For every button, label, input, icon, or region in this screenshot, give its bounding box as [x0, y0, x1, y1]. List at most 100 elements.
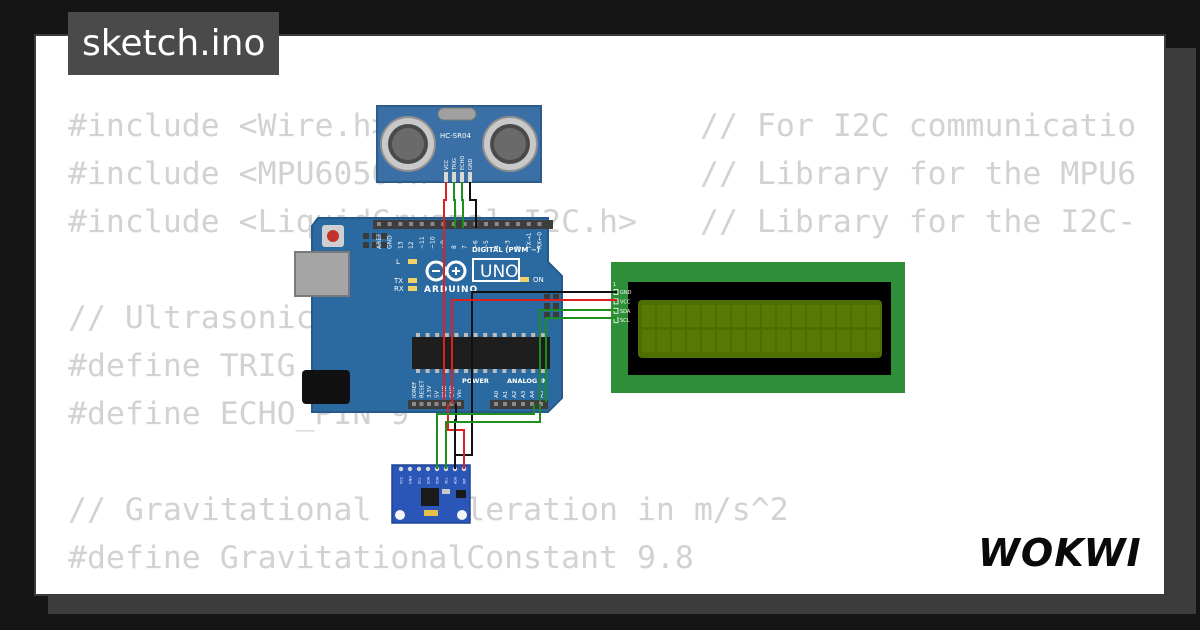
digital-pin-label: 12 — [408, 241, 415, 249]
chip-pin — [473, 369, 478, 373]
lcd-pin-label: SDA — [620, 309, 631, 315]
wires — [436, 182, 617, 469]
mount-hole-left-icon — [395, 510, 405, 520]
digital-pin — [409, 222, 414, 226]
analog-pin-label: A5 — [539, 390, 545, 398]
digital-pin-label: ~10 — [430, 236, 437, 249]
chip-pin — [502, 333, 507, 337]
wokwi-logo[interactable]: WOKWI — [976, 526, 1154, 578]
digital-label: DIGITAL (PWM ~) — [472, 246, 540, 254]
power-pin-label: 5V — [435, 391, 441, 398]
reset-button-cap[interactable] — [327, 230, 339, 242]
digital-pin-label: 13 — [397, 241, 404, 249]
smd-part — [442, 489, 450, 494]
lcd-cell — [762, 305, 775, 327]
transducer-left-icon — [380, 116, 436, 172]
lcd-cell — [672, 305, 685, 327]
mpu-chip — [421, 488, 439, 506]
chip-pin — [444, 333, 449, 337]
digital-pin-label: 4 — [494, 245, 501, 249]
chip-pin — [435, 369, 440, 373]
mpu-pin — [416, 466, 422, 472]
lcd-cell — [657, 330, 670, 352]
lcd-cell — [732, 305, 745, 327]
chip-pin — [483, 333, 488, 337]
code-line: #include <Wire.h>// For I2C communicatio — [68, 102, 1136, 150]
led-on — [520, 277, 529, 282]
analog-pin — [521, 402, 525, 406]
lcd-cell — [822, 305, 835, 327]
lcd-cell — [717, 305, 730, 327]
analog-pin-label: A4 — [530, 390, 536, 398]
lcd-cell — [642, 330, 655, 352]
lcd-cell — [672, 330, 685, 352]
digital-pin-label: ~5 — [483, 240, 490, 249]
preview-card[interactable]: #include <Wire.h>// For I2C communicatio… — [34, 34, 1166, 596]
code-line: #define ECHO_PIN 9 — [68, 390, 789, 438]
chip-pin — [531, 333, 536, 337]
chip-pin — [444, 369, 449, 373]
chip-pin — [473, 333, 478, 337]
chip-pin — [540, 333, 545, 337]
analog-pin-label: A3 — [521, 390, 527, 398]
digital-pin — [430, 222, 435, 226]
led-tx-label: TX — [393, 277, 403, 285]
board-model: UNO — [480, 262, 519, 282]
led-l-label: L — [396, 258, 400, 266]
code-line: #include <LiquidCrystal_I2C.h>// Library… — [68, 198, 1136, 246]
code-comment: // Library for the MPU6 — [700, 156, 1137, 192]
transducer-right-icon — [482, 116, 538, 172]
digital-pin — [494, 222, 499, 226]
code-line: // Ultrasonic — [68, 294, 789, 342]
lcd-pin-label: SCL — [620, 318, 630, 324]
led-on-label: ON — [533, 276, 544, 284]
lcd-cell — [777, 330, 790, 352]
led-rx-label: RX — [394, 285, 404, 293]
digital-pin-label: GND — [387, 235, 394, 249]
mpu-pin — [398, 466, 404, 472]
power-pin — [434, 402, 439, 406]
chip-pin — [492, 369, 497, 373]
digital-pin — [387, 222, 392, 226]
wokwi-logo-text: WOKWI — [978, 531, 1142, 575]
uno-badge — [472, 258, 520, 282]
code-comment: // Library for the I2C- — [700, 204, 1137, 240]
digital-pin-label: 2 — [515, 245, 522, 249]
mpu-pin-label: SDA — [427, 476, 431, 484]
code-text: #include <Wire.h> — [68, 108, 391, 144]
chip-pin — [435, 333, 440, 337]
digital-pin-label: ~11 — [419, 236, 426, 249]
digital-pin — [526, 222, 531, 226]
digital-pin-label: ~3 — [504, 240, 511, 249]
analog-pin — [530, 402, 534, 406]
wire-sr04-trig — [453, 182, 456, 228]
analog-pin-label: A0 — [494, 390, 500, 398]
code-line: #define TRIG — [68, 342, 789, 390]
analog-pin — [503, 402, 507, 406]
code-text: #define GravitationalConstant 9.8 — [68, 540, 694, 576]
analog-header — [490, 400, 548, 409]
power-jack — [302, 370, 350, 404]
sensor-pin-label: ECHO — [460, 156, 466, 170]
sensor-pin-label: GND — [468, 158, 474, 170]
digital-pin-label: AREF — [376, 233, 383, 249]
digital-pin — [505, 222, 510, 226]
analog-pin-label: A2 — [512, 391, 518, 398]
lcd-character-cells — [642, 305, 880, 352]
code-background: #include <Wire.h>// For I2C communicatio… — [68, 102, 1136, 582]
chip-pin — [425, 333, 430, 337]
lcd-pin — [613, 298, 619, 305]
lcd-cell — [747, 330, 760, 352]
chip-pin — [416, 369, 420, 373]
mpu-pin-label: AD0 — [454, 477, 458, 484]
wire-lcd-vcc — [451, 299, 617, 404]
digital-pin-label: ~6 — [472, 240, 479, 249]
mpu-pin-label: SCL — [418, 477, 422, 484]
